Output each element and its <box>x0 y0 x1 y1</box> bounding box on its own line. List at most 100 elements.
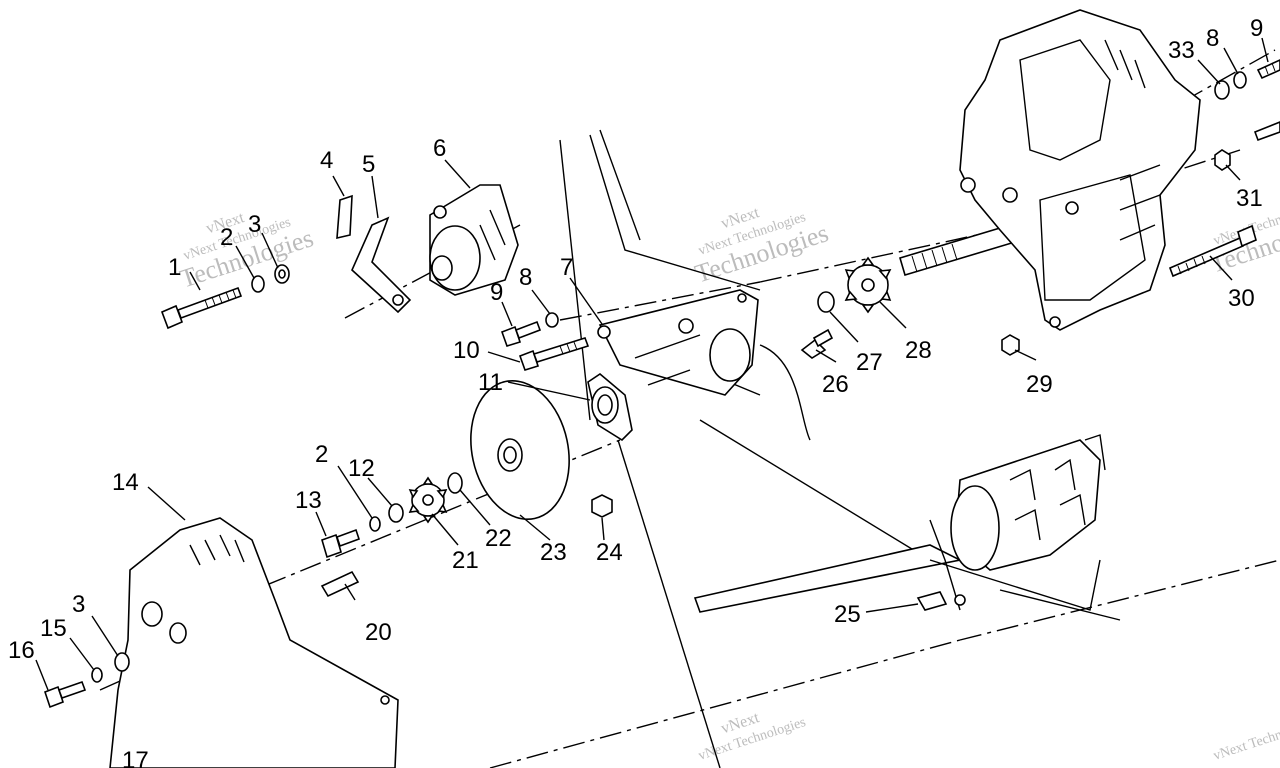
guard-hole-1 <box>141 601 163 627</box>
callout-1: 1 <box>168 254 181 281</box>
callout-10: 10 <box>453 337 480 364</box>
muffler-end <box>950 485 1000 571</box>
leader-3b <box>91 615 119 657</box>
callout-30: 30 <box>1228 285 1255 312</box>
brake-disc-part-23 <box>470 380 570 520</box>
muffler-assembly <box>929 434 1106 611</box>
bolt-30-head <box>1237 224 1257 248</box>
bolt-part-1 <box>160 286 243 330</box>
washer-part-3-lower <box>114 652 130 672</box>
sprocket-21-teeth <box>408 476 448 524</box>
frame-curve <box>759 344 811 441</box>
callout-3b: 3 <box>72 591 85 618</box>
callout-28: 28 <box>905 337 932 364</box>
housing-ribs <box>479 209 506 261</box>
callout-12: 12 <box>348 455 375 482</box>
axis-line-shaft <box>759 229 1001 283</box>
washer-part-33 <box>1214 80 1230 100</box>
housing-mount-hole <box>433 205 447 219</box>
callout-14: 14 <box>112 469 139 496</box>
callout-9b: 9 <box>1250 15 1263 42</box>
gearbox-hole-1 <box>960 177 976 193</box>
callout-2b: 2 <box>315 441 328 468</box>
leader-24 <box>601 517 605 541</box>
sprocket-part-28 <box>844 256 892 314</box>
leader-8b <box>1223 47 1239 75</box>
bolt-part-13 <box>321 528 361 559</box>
leader-29 <box>1014 349 1037 361</box>
leader-27 <box>829 311 859 343</box>
bolt-26-shank <box>812 328 834 348</box>
chaincase-housing-part-6 <box>429 184 519 296</box>
leader-22 <box>459 489 491 526</box>
leader-30 <box>1209 255 1233 281</box>
bolt-10-head <box>518 349 540 371</box>
bolt-10-thread <box>559 341 578 355</box>
frame-long-line <box>617 439 721 768</box>
bolt-part-9-right <box>1256 59 1280 80</box>
guard-vents <box>189 534 245 566</box>
plate-detail-lines <box>634 334 701 386</box>
bolt-part-10 <box>518 337 590 371</box>
watermark-bottom-right: vNext Technologies <box>1212 715 1280 764</box>
frame-outline <box>559 129 1121 768</box>
nut-part-29 <box>1001 334 1020 356</box>
bolt-part-26 <box>800 328 834 359</box>
callout-3a: 3 <box>248 211 261 238</box>
guard-hole-2 <box>169 622 187 644</box>
bolt-13-head <box>321 533 342 559</box>
callout-4: 4 <box>320 147 333 174</box>
callout-29: 29 <box>1026 371 1053 398</box>
frame-diagonal <box>699 419 931 561</box>
mount-plate-part-7 <box>597 289 759 396</box>
leader-5 <box>371 175 379 219</box>
sprocket-part-21 <box>408 476 448 524</box>
callout-11: 11 <box>478 369 503 396</box>
leader-11 <box>507 381 591 401</box>
shaft-splines <box>911 243 958 273</box>
frame-rail-mid <box>589 134 761 291</box>
bolt-1-head <box>160 304 184 330</box>
leader-9b <box>1261 37 1269 63</box>
watermark-top-left: vNext vNext Technologies Technologies <box>176 209 316 294</box>
leader-2b <box>337 465 373 519</box>
axis-line-top-right <box>1149 49 1276 121</box>
muffler-heat-shield-slots <box>1009 458 1086 541</box>
leader-6 <box>444 159 471 189</box>
leader-10 <box>487 351 521 363</box>
plate-hole-left <box>597 325 611 339</box>
bolt-1-shank <box>176 286 243 320</box>
washer-part-27 <box>817 291 835 313</box>
plate-hole-upper <box>678 318 694 334</box>
disc-hub-bore <box>503 446 517 464</box>
callout-17: 17 <box>122 747 149 768</box>
callout-7: 7 <box>560 254 573 281</box>
leader-26 <box>815 349 837 363</box>
lock-washer-part-15 <box>91 667 103 683</box>
guard-body <box>109 517 399 768</box>
shaft-body <box>899 224 1016 276</box>
bolt-part-30 <box>1168 224 1257 278</box>
gearbox-ribs <box>1104 39 1146 89</box>
callout-labels: 1 2 3 4 5 6 7 8 9 10 11 2 12 13 14 3 15 … <box>8 15 1263 768</box>
bearing-flange-part-11 <box>587 373 633 442</box>
bracket-hole <box>392 294 404 306</box>
gearbox-hole-2 <box>1002 187 1018 203</box>
callout-31: 31 <box>1236 185 1263 212</box>
bolt-30-thread <box>1177 255 1206 275</box>
spline-shaft <box>899 224 1016 276</box>
gearbox-hole-4 <box>1049 316 1061 328</box>
bolt-9-head <box>500 325 522 347</box>
leader-lines <box>35 37 1269 691</box>
snap-ring-part-22 <box>447 472 463 494</box>
leader-33 <box>1197 59 1221 85</box>
callout-2a: 2 <box>220 224 233 251</box>
bracket-part-5 <box>351 216 412 314</box>
sprocket-28-teeth <box>844 256 892 314</box>
leader-9a <box>501 301 513 327</box>
callout-5: 5 <box>362 151 375 178</box>
pad-part-4 <box>336 194 353 240</box>
leader-7 <box>569 277 603 325</box>
frame-rail-left <box>559 139 591 421</box>
